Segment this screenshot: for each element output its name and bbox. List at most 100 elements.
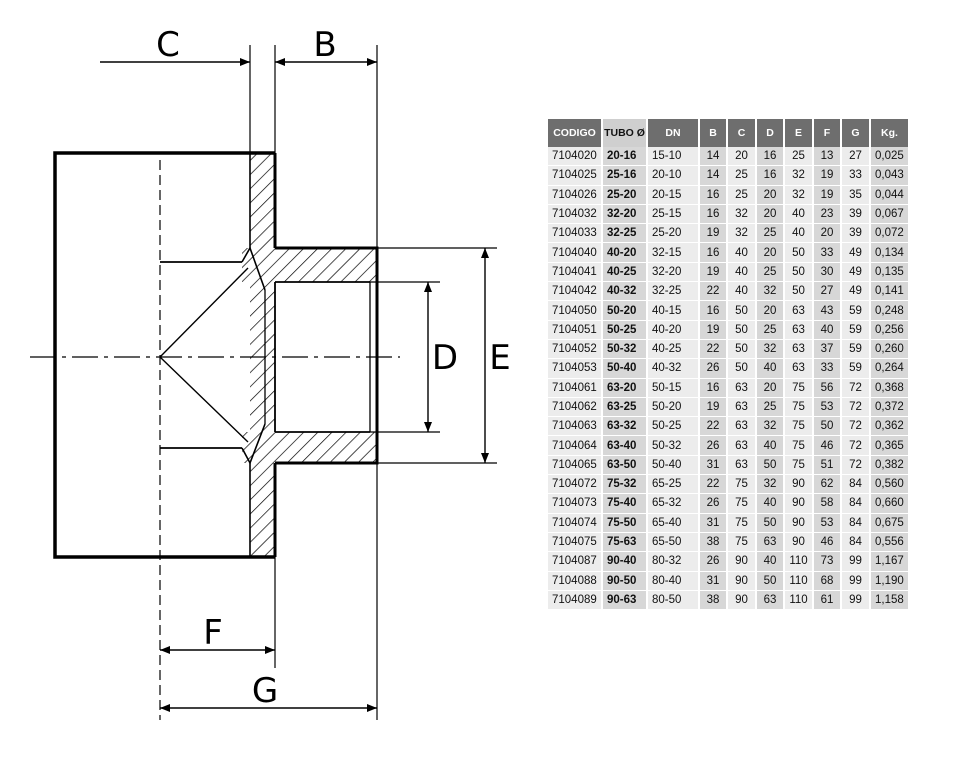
table-cell: 50-20	[648, 397, 700, 418]
table-cell: 0,134	[871, 243, 910, 263]
table-cell: 7104075	[548, 532, 603, 553]
table-cell: 51	[814, 455, 842, 476]
table-cell: 0,141	[871, 282, 910, 302]
table-cell: 19	[700, 224, 728, 244]
table-cell: 16	[700, 243, 728, 263]
hatched-section	[242, 153, 377, 557]
table-cell: 0,675	[871, 513, 910, 533]
header-codigo: CODIGO	[548, 119, 603, 147]
table-cell: 13	[814, 147, 842, 167]
header-d: D	[757, 119, 785, 147]
table-cell: 14	[700, 147, 728, 167]
table-cell: 50	[757, 513, 785, 533]
table-cell: 20-10	[648, 166, 700, 186]
table-cell: 84	[842, 494, 871, 514]
table-cell: 90	[785, 532, 814, 553]
table-cell: 37	[814, 339, 842, 360]
table-cell: 0,560	[871, 475, 910, 495]
table-cell: 7104050	[548, 301, 603, 321]
table-cell: 33	[814, 359, 842, 379]
table-cell: 50-40	[603, 359, 648, 379]
table-cell: 15-10	[648, 147, 700, 167]
table-cell: 75-63	[603, 532, 648, 553]
table-cell: 63	[757, 590, 785, 611]
table-cell: 65-25	[648, 475, 700, 495]
table-cell: 73	[814, 552, 842, 572]
table-cell: 20	[757, 204, 785, 225]
table-cell: 72	[842, 417, 871, 437]
table-cell: 20	[757, 185, 785, 205]
table-cell: 7104051	[548, 320, 603, 340]
reducer-technical-drawing: C B D E F G	[30, 25, 511, 720]
table-cell: 32	[757, 417, 785, 437]
table-cell: 20	[757, 378, 785, 398]
table-cell: 7104061	[548, 378, 603, 398]
table-cell: 32	[728, 204, 757, 225]
table-cell: 90-40	[603, 552, 648, 572]
table-cell: 63	[728, 455, 757, 476]
table-cell: 39	[842, 224, 871, 244]
table-cell: 0,372	[871, 397, 910, 418]
table-cell: 0,556	[871, 532, 910, 553]
table-cell: 50-20	[603, 301, 648, 321]
table-cell: 40	[757, 552, 785, 572]
table-cell: 75-50	[603, 513, 648, 533]
table-cell: 25	[728, 166, 757, 186]
table-cell: 53	[814, 513, 842, 533]
table-cell: 50	[785, 262, 814, 283]
table-cell: 22	[700, 339, 728, 360]
table-cell: 7104073	[548, 494, 603, 514]
table-cell: 0,660	[871, 494, 910, 514]
table-cell: 50-40	[648, 455, 700, 476]
table-cell: 59	[842, 359, 871, 379]
dimension-labels: C B D E F G	[156, 25, 511, 711]
table-cell: 75	[728, 532, 757, 553]
table-cell: 40-15	[648, 301, 700, 321]
table-cell: 7104074	[548, 513, 603, 533]
table-cell: 40	[728, 262, 757, 283]
table-cell: 63	[785, 320, 814, 340]
table-cell: 26	[700, 436, 728, 456]
table-cell: 110	[785, 552, 814, 572]
table-cell: 20	[814, 224, 842, 244]
table-cell: 63	[785, 339, 814, 360]
table-cell: 38	[700, 532, 728, 553]
table-cell: 63-20	[603, 378, 648, 398]
table-cell: 65-32	[648, 494, 700, 514]
table-cell: 49	[842, 262, 871, 283]
table-cell: 40	[814, 320, 842, 340]
table-cell: 20	[757, 301, 785, 321]
extension-lines	[249, 45, 497, 720]
table-cell: 50	[785, 282, 814, 302]
table-cell: 46	[814, 436, 842, 456]
table-cell: 63-50	[603, 455, 648, 476]
table-cell: 7104072	[548, 475, 603, 495]
table-cell: 43	[814, 301, 842, 321]
table-cell: 90-50	[603, 571, 648, 591]
table-cell: 0,365	[871, 436, 910, 456]
table-cell: 20-16	[603, 147, 648, 167]
table-cell: 1,158	[871, 590, 910, 611]
table-cell: 26	[700, 359, 728, 379]
table-cell: 50-25	[648, 417, 700, 437]
table-cell: 50	[728, 301, 757, 321]
table-cell: 59	[842, 301, 871, 321]
table-cell: 0,043	[871, 166, 910, 186]
table-cell: 0,362	[871, 417, 910, 437]
table-cell: 25	[757, 320, 785, 340]
table-cell: 110	[785, 571, 814, 591]
table-cell: 16	[700, 378, 728, 398]
table-cell: 40	[757, 436, 785, 456]
table-cell: 63	[728, 436, 757, 456]
header-kg: Kg.	[871, 119, 910, 147]
